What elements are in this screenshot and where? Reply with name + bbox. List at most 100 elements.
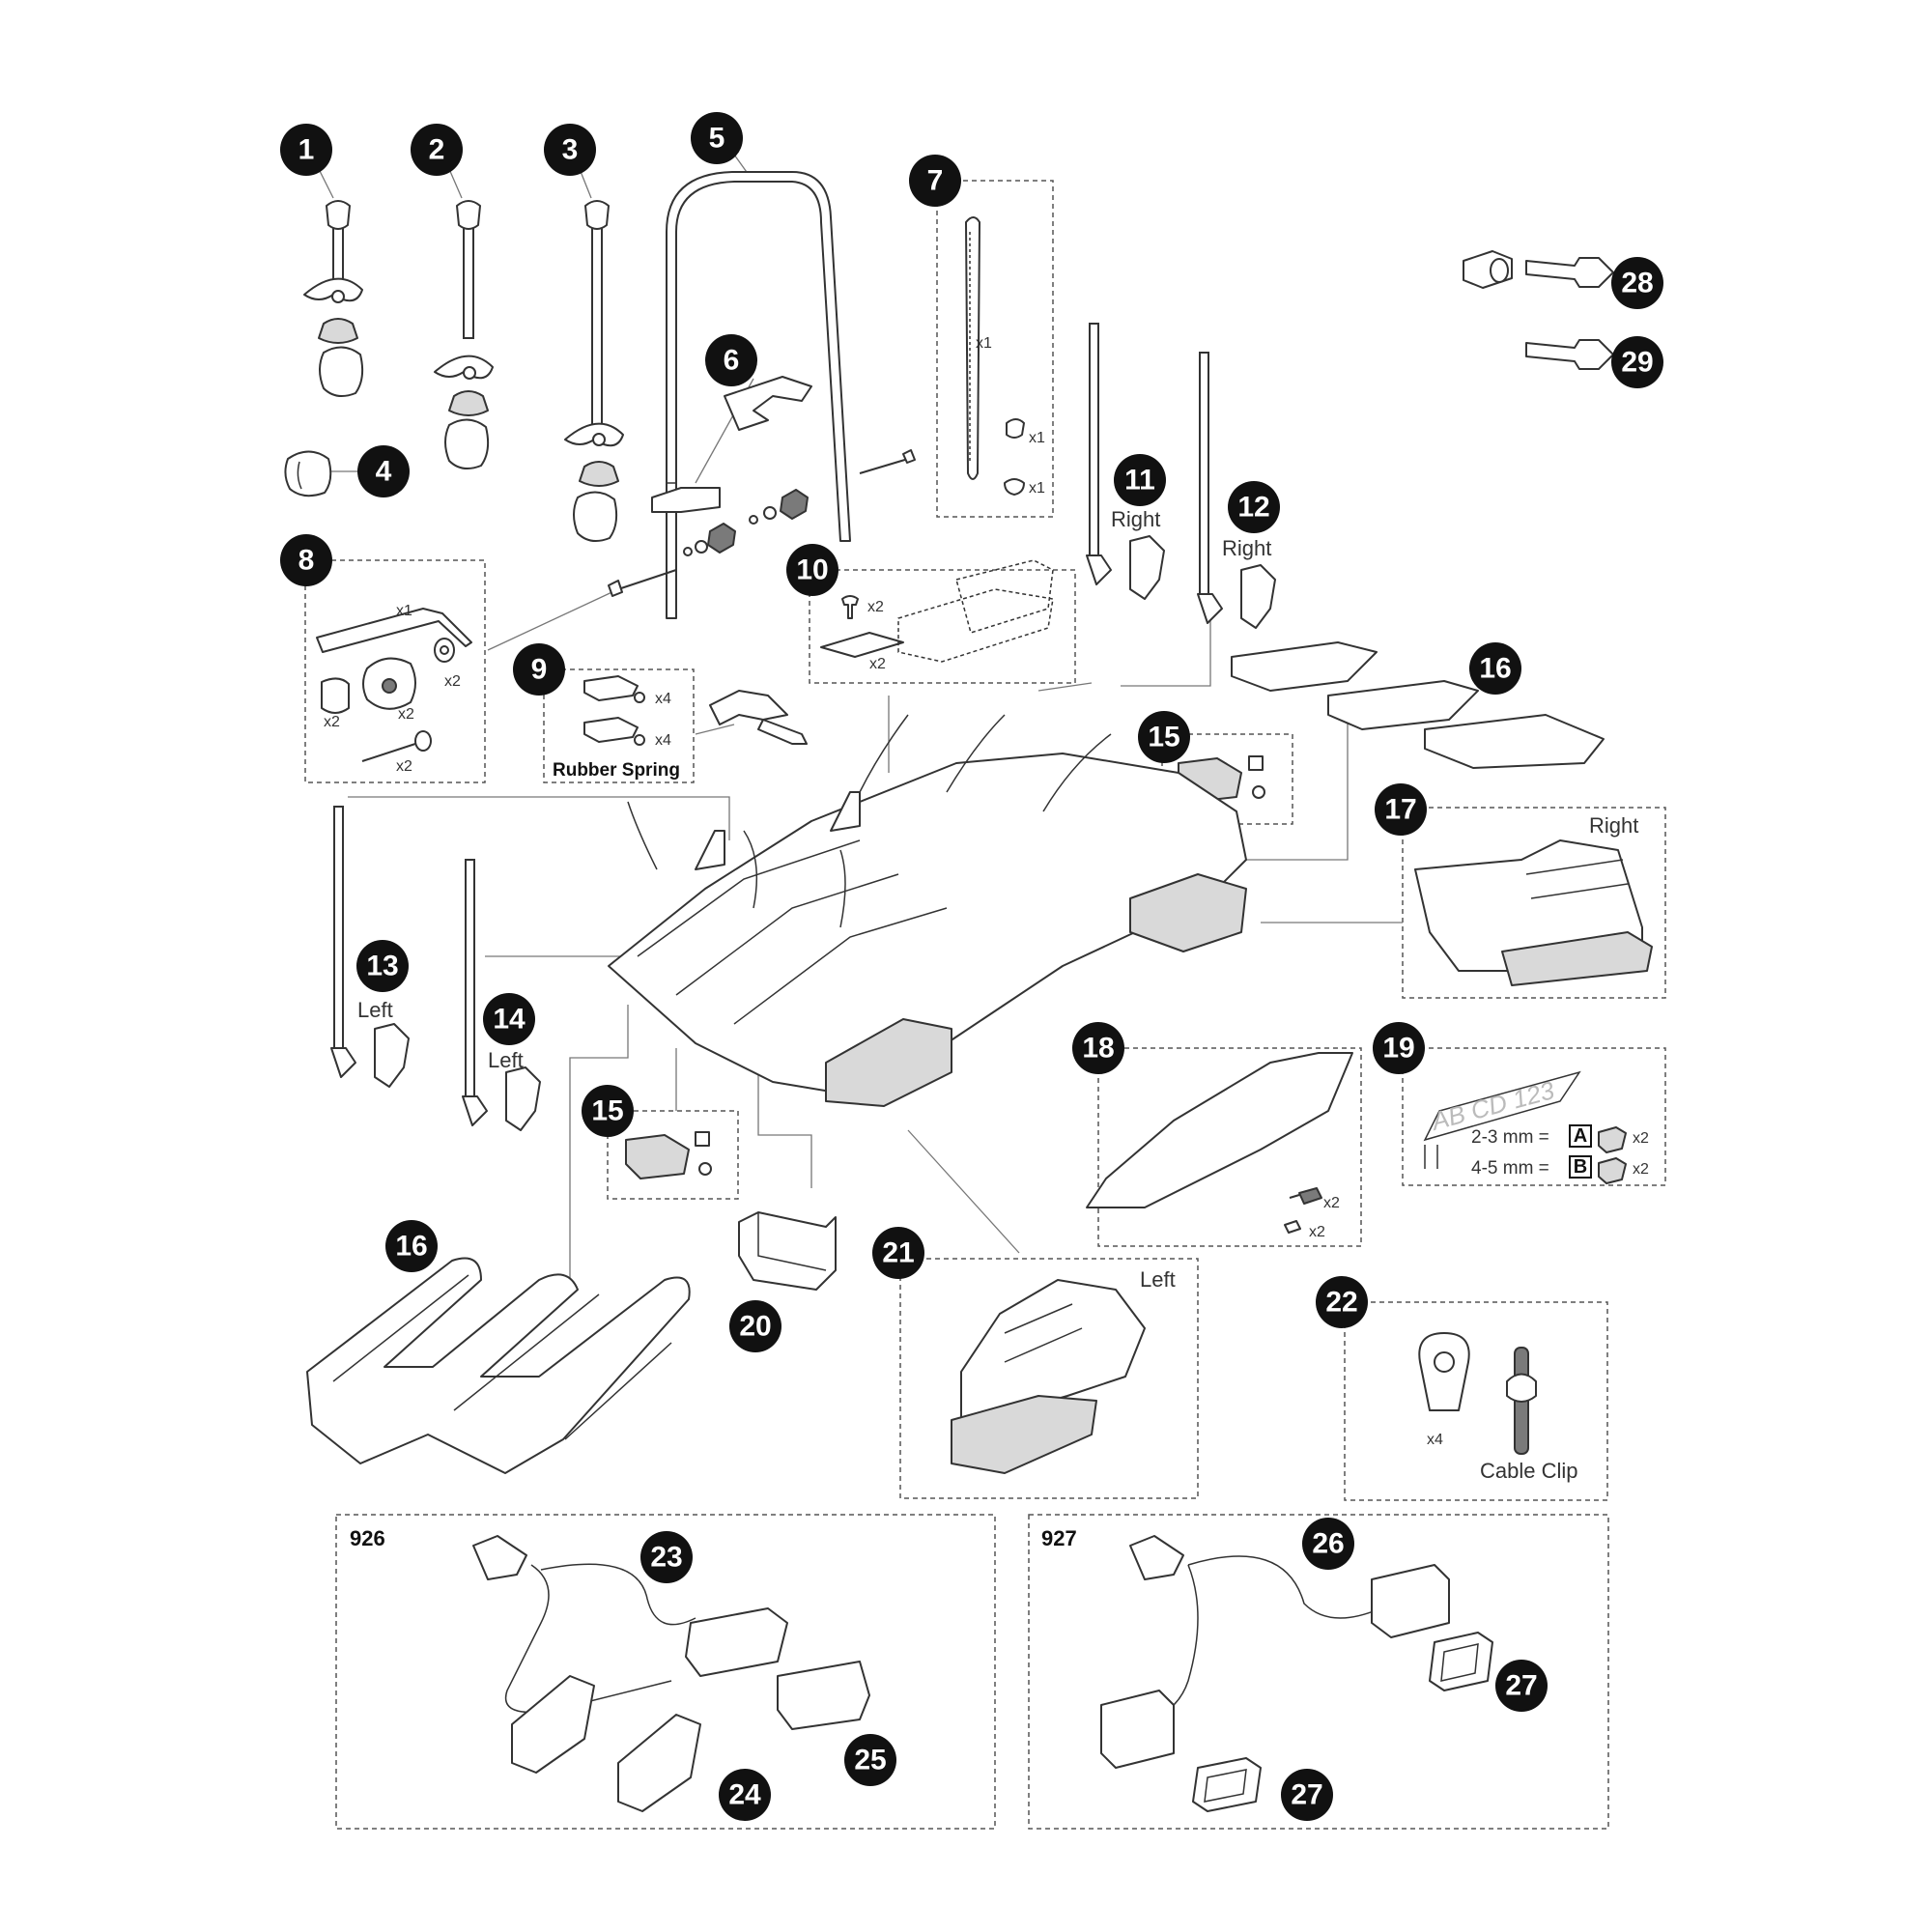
callout-badge: 16 bbox=[385, 1220, 438, 1272]
part-8-hardware-kit bbox=[316, 608, 472, 762]
qty-22-clip: x4 bbox=[1427, 1432, 1443, 1448]
callout-badge: 13 bbox=[356, 940, 409, 992]
part-26-wiring-927 bbox=[1129, 1535, 1392, 1720]
callout-badge: 2 bbox=[411, 124, 463, 176]
callout-badges: 1 2 3 4 5 6 7 8 9 10 11 12 13 14 15 15 1… bbox=[280, 112, 1663, 1821]
qty-8-knob: x2 bbox=[398, 706, 414, 723]
qty-19-b: x2 bbox=[1633, 1161, 1649, 1178]
part-11-arm-right bbox=[1086, 323, 1165, 600]
callout-badge: 15 bbox=[1138, 711, 1190, 763]
callout-badge: 29 bbox=[1611, 336, 1663, 388]
callout-badge: 14 bbox=[483, 993, 535, 1045]
part-14-arm-left bbox=[462, 859, 541, 1131]
callout-badge: 18 bbox=[1072, 1022, 1124, 1074]
part-15-end-cap-lower bbox=[625, 1131, 712, 1179]
group-box-10 bbox=[809, 569, 1076, 684]
callout-badge: 20 bbox=[729, 1300, 781, 1352]
part-9-wheel-clamp bbox=[709, 690, 808, 745]
callout-badge: 7 bbox=[909, 155, 961, 207]
svg-text:11: 11 bbox=[1124, 465, 1155, 497]
qty-19-a: x2 bbox=[1633, 1130, 1649, 1147]
callout-badge: 25 bbox=[844, 1734, 896, 1786]
svg-text:1: 1 bbox=[298, 134, 315, 166]
svg-text:3: 3 bbox=[562, 134, 579, 166]
qty-8-spacer: x2 bbox=[324, 714, 340, 730]
label-21-left: Left bbox=[1140, 1267, 1176, 1292]
svg-text:15: 15 bbox=[1148, 722, 1179, 753]
part-27-lamp-bezel bbox=[1192, 1632, 1493, 1812]
part-16-wheel-tray-upper bbox=[1231, 641, 1605, 769]
spacer-a-icon bbox=[1598, 1126, 1627, 1153]
svg-text:25: 25 bbox=[854, 1745, 886, 1776]
svg-text:21: 21 bbox=[882, 1237, 914, 1269]
label-17-right: Right bbox=[1589, 813, 1638, 838]
part-2-frame-holder-medium bbox=[434, 200, 494, 470]
svg-text:13: 13 bbox=[366, 951, 398, 982]
svg-text:14: 14 bbox=[493, 1004, 526, 1036]
part-19-plate-adapter: AB CD 123 bbox=[1423, 1070, 1581, 1169]
svg-text:24: 24 bbox=[728, 1779, 761, 1811]
part-18-side-panel bbox=[1086, 1052, 1353, 1234]
callout-badge: 27 bbox=[1281, 1769, 1333, 1821]
label-12-right: Right bbox=[1222, 536, 1271, 560]
plate-letter-b: B bbox=[1574, 1156, 1587, 1178]
svg-text:7: 7 bbox=[927, 165, 944, 197]
qty-9-b: x4 bbox=[655, 732, 671, 749]
group-box-19 bbox=[1402, 1047, 1666, 1186]
part-5-arch bbox=[666, 171, 851, 619]
group-box-17 bbox=[1402, 807, 1666, 999]
part-28-lock-and-key bbox=[1463, 250, 1614, 289]
callout-badge: 17 bbox=[1375, 783, 1427, 836]
group-box-7 bbox=[936, 180, 1054, 518]
svg-text:18: 18 bbox=[1082, 1033, 1114, 1065]
plate-letter-b-box bbox=[1569, 1155, 1592, 1179]
group-box-8 bbox=[304, 559, 486, 783]
svg-text:15: 15 bbox=[591, 1095, 623, 1127]
callout-badge: 1 bbox=[280, 124, 332, 176]
callout-badge: 21 bbox=[872, 1227, 924, 1279]
part-24-lamp-cover bbox=[511, 1675, 701, 1812]
qty-18-screw: x2 bbox=[1309, 1224, 1325, 1240]
plate-letter-a-box bbox=[1569, 1124, 1592, 1148]
svg-text:17: 17 bbox=[1384, 794, 1416, 826]
part-4-knob-cap bbox=[284, 450, 332, 497]
svg-text:2: 2 bbox=[429, 134, 445, 166]
label-model-927: 927 bbox=[1041, 1526, 1077, 1550]
callout-badge: 24 bbox=[719, 1769, 771, 1821]
callout-badge: 15 bbox=[582, 1085, 634, 1137]
callout-badge: 22 bbox=[1316, 1276, 1368, 1328]
part-25-lamp-housing-926 bbox=[685, 1607, 870, 1730]
qty-7-a: x1 bbox=[1029, 430, 1045, 446]
part-12-arm-right bbox=[1197, 352, 1276, 629]
part-6-bracket bbox=[651, 376, 812, 513]
svg-text:4: 4 bbox=[376, 456, 392, 488]
part-7-strap bbox=[965, 216, 1025, 496]
label-11-right: Right bbox=[1111, 507, 1160, 531]
svg-text:19: 19 bbox=[1382, 1033, 1414, 1065]
callout-badge: 8 bbox=[280, 534, 332, 586]
qty-10-screw: x2 bbox=[867, 599, 884, 615]
svg-text:27: 27 bbox=[1505, 1670, 1537, 1702]
svg-text:29: 29 bbox=[1621, 347, 1653, 379]
spacer-b-icon bbox=[1598, 1157, 1627, 1184]
qty-18-bolt: x2 bbox=[1323, 1195, 1340, 1211]
part-21-lamp-housing-left bbox=[951, 1279, 1146, 1474]
callout-badge: 3 bbox=[544, 124, 596, 176]
group-box-15-lower bbox=[607, 1110, 739, 1200]
qty-10-clip: x2 bbox=[869, 656, 886, 672]
qty-8-bolt: x2 bbox=[396, 758, 412, 775]
callout-badge: 5 bbox=[691, 112, 743, 164]
callout-badge: 4 bbox=[357, 445, 410, 497]
callout-badge: 6 bbox=[705, 334, 757, 386]
part-22-cable-clip bbox=[1418, 1332, 1537, 1455]
callout-badge: 10 bbox=[786, 544, 838, 596]
svg-text:10: 10 bbox=[796, 554, 828, 586]
svg-text:16: 16 bbox=[395, 1231, 427, 1263]
qty-9-a: x4 bbox=[655, 691, 671, 707]
svg-text:5: 5 bbox=[709, 123, 725, 155]
callout-badge: 28 bbox=[1611, 257, 1663, 309]
svg-text:23: 23 bbox=[650, 1542, 682, 1574]
part-29-key bbox=[1525, 339, 1614, 370]
svg-text:8: 8 bbox=[298, 545, 315, 577]
